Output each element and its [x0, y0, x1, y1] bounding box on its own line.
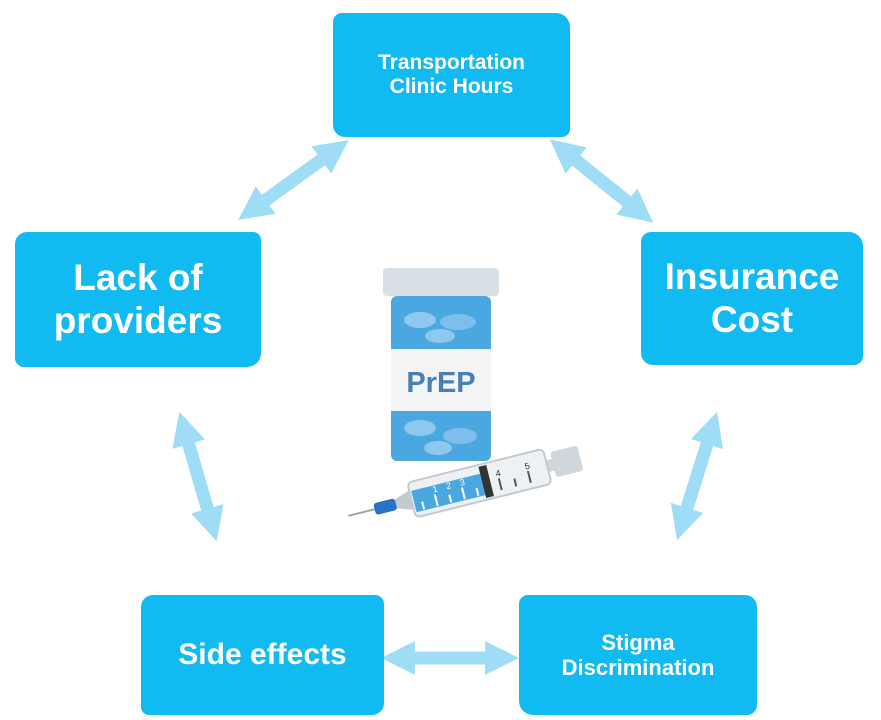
bottle-cap: [383, 268, 499, 296]
arrow-top-left: [238, 140, 349, 220]
syringe: 1 2 3 4 5: [348, 446, 583, 518]
node-label-line: Stigma: [601, 629, 675, 655]
syringe-mark: 4: [494, 468, 501, 479]
node-insurance-cost: Insurance Cost: [641, 232, 863, 365]
node-label-line: providers: [53, 299, 223, 341]
node-label-line: Transportation: [377, 50, 525, 74]
node-side-effects: Side effects: [141, 595, 384, 715]
syringe-mark: 1: [431, 484, 438, 495]
arrow-top-right: [549, 139, 654, 223]
arrow-left-bottomleft: [172, 411, 224, 542]
bottle-label: [391, 349, 491, 411]
syringe-mark: 3: [459, 477, 466, 488]
node-transportation-clinic-hours: Transportation Clinic Hours: [333, 13, 570, 137]
node-label-line: Discrimination: [561, 655, 715, 680]
pill-bottle: PrEP: [383, 268, 499, 461]
bottle-label-text: PrEP: [406, 367, 475, 399]
syringe-mark: 2: [445, 480, 452, 491]
node-label-line: Side effects: [178, 637, 347, 671]
node-stigma-discrimination: Stigma Discrimination: [519, 595, 757, 715]
arrow-right-bottomright: [670, 411, 724, 541]
node-label-line: Cost: [710, 298, 794, 340]
node-label-line: Clinic Hours: [389, 75, 514, 98]
syringe-mark: 5: [524, 461, 531, 472]
node-label-line: Insurance: [664, 255, 840, 297]
node-label-line: Lack of: [73, 256, 203, 298]
node-lack-of-providers: Lack of providers: [15, 232, 261, 367]
